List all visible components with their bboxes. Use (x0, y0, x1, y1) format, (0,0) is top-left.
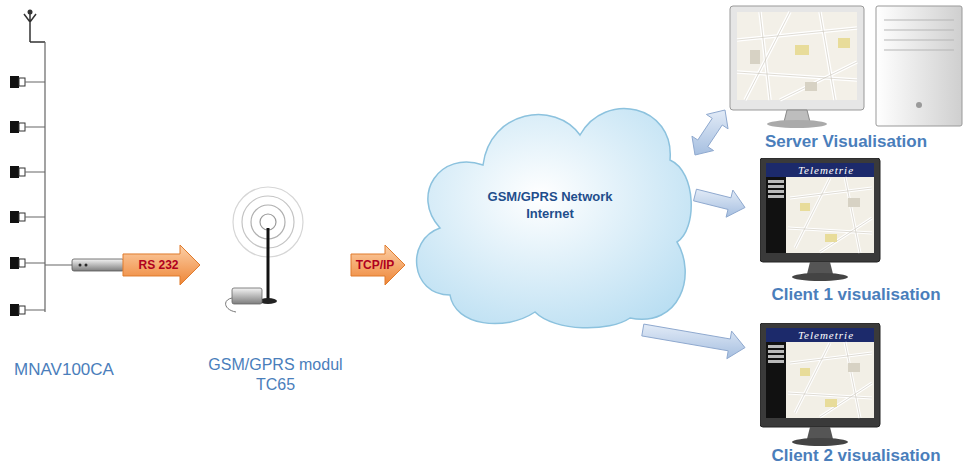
server-tower (876, 6, 962, 126)
antenna-symbol (24, 12, 45, 42)
monitor-bezel (730, 6, 864, 110)
gsm-module (226, 187, 303, 312)
map-block (750, 50, 760, 64)
node-label: Server Visualisation (763, 132, 929, 152)
sensor-symbol (10, 121, 19, 133)
client-node: Client 2 visualisation (745, 318, 967, 466)
server-computer (730, 6, 962, 128)
module-node: GSM/GPRS modul TC65 (200, 195, 351, 395)
map-street (737, 12, 857, 100)
sensor-plug (19, 78, 25, 86)
radio-wave (260, 214, 276, 230)
edge-label: TCP/IP (356, 258, 395, 272)
client-monitor (760, 158, 880, 281)
sensor-plug (19, 213, 25, 221)
node-label: GSM/GPRS Network Internet (478, 188, 622, 222)
sensor-wire (25, 82, 45, 310)
modem-cable (226, 298, 236, 312)
sensor-symbol (10, 166, 19, 178)
sensor-plug (19, 168, 25, 176)
sensor-plug (19, 259, 25, 267)
network-cloud: GSM/GPRS Network Internet (405, 80, 695, 330)
device-led (85, 264, 88, 267)
screen-title: Telemetrie (798, 328, 854, 342)
sensor-plug (19, 123, 25, 131)
cloud-outline (417, 109, 692, 328)
antenna-tip (28, 10, 33, 15)
sensor-group (10, 76, 45, 316)
node-label: MNAV100CA (12, 360, 116, 380)
client-monitor (760, 323, 880, 446)
data-arrow (642, 324, 745, 359)
sensor-symbol (10, 304, 19, 316)
node-label: Client 2 visualisation (769, 446, 942, 466)
cloud-shape (405, 80, 695, 330)
screen-title: Telemetrie (798, 163, 854, 177)
data-arrow (694, 189, 745, 217)
sensor-plug (19, 306, 25, 314)
server-node: Server Visualisation (725, 2, 967, 152)
monitor-screen (737, 12, 857, 100)
sensor-symbol (10, 211, 19, 223)
monitor-base (767, 120, 827, 128)
rs232-arrow (123, 245, 200, 285)
modem-box (232, 288, 262, 304)
bus-wire (45, 42, 72, 312)
tcpip-arrow (351, 245, 405, 285)
sensor-symbol (10, 76, 19, 88)
map-block (805, 82, 817, 91)
power-button (916, 102, 922, 108)
node-label: GSM/GPRS modul TC65 (203, 355, 349, 395)
map-block (838, 38, 850, 48)
data-arrow (692, 110, 728, 155)
drive-bay (884, 20, 954, 50)
device-box (72, 259, 124, 271)
map-street (737, 12, 857, 100)
device-node: MNAV100CA (5, 200, 123, 380)
edge-label: RS 232 (138, 258, 178, 272)
client-node: Client 1 visualisation (745, 155, 967, 305)
device-led (79, 264, 82, 267)
sensor-chain (10, 10, 124, 317)
sensor-symbol (10, 257, 19, 269)
node-label: Client 1 visualisation (769, 285, 942, 305)
antenna-rod (267, 228, 270, 300)
map-block (795, 45, 809, 55)
